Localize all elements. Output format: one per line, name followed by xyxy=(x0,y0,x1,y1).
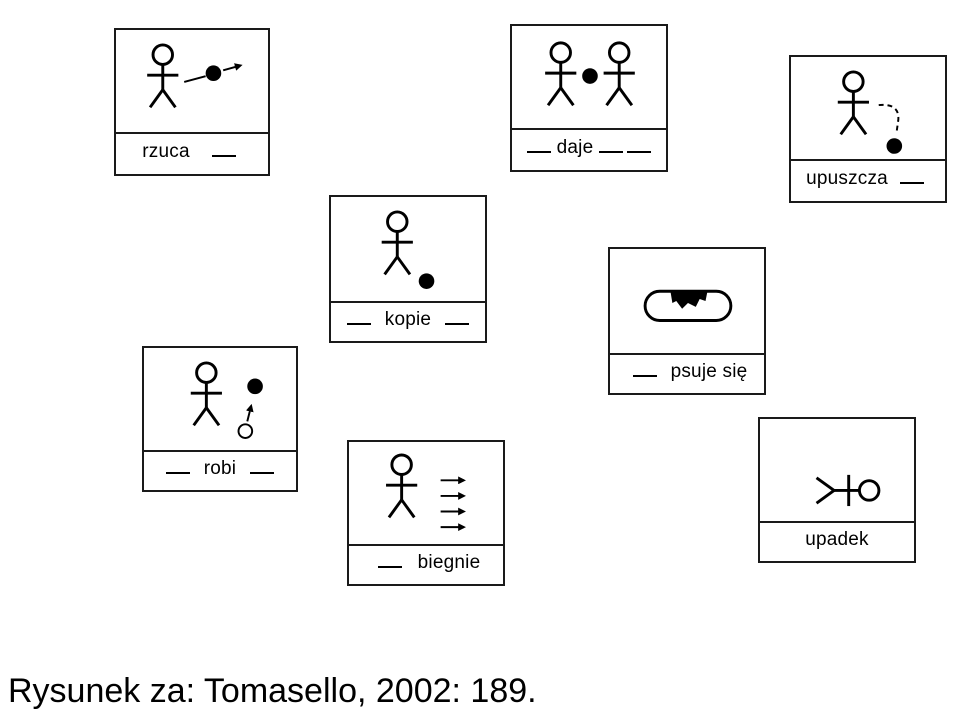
card-daje: daje xyxy=(510,24,668,172)
pictogram-drop xyxy=(791,57,945,161)
pictogram-throw xyxy=(116,30,268,134)
pictogram-fall xyxy=(760,419,914,523)
card-caption: kopie xyxy=(331,299,485,341)
pictogram-run xyxy=(349,442,503,546)
argument-slot xyxy=(445,323,470,325)
card-caption: biegnie xyxy=(349,542,503,584)
fallen-stick-figure-icon xyxy=(815,474,881,507)
argument-slot xyxy=(250,472,275,474)
card-caption: psuje się xyxy=(610,351,764,393)
argument-slot xyxy=(632,375,657,377)
argument-slot xyxy=(899,182,924,184)
card-caption: upadek xyxy=(760,519,914,561)
card-label: kopie xyxy=(384,309,432,330)
card-caption: upuszcza xyxy=(791,157,945,201)
two-stick-figures-giving-icon xyxy=(543,41,637,107)
stick-figure-dropping-icon xyxy=(836,70,903,154)
card-label: rzuca xyxy=(142,141,190,162)
argument-slot xyxy=(526,151,551,153)
card-label: daje xyxy=(556,137,594,158)
card-label: robi xyxy=(203,458,237,479)
pictogram-give xyxy=(512,26,666,130)
card-label: upuszcza xyxy=(806,168,888,189)
card-label: biegnie xyxy=(417,552,481,573)
broken-object-icon xyxy=(643,289,733,322)
card-upadek: upadek xyxy=(758,417,916,563)
card-upuszcza: upuszcza xyxy=(789,55,947,203)
card-rzuca: rzuca xyxy=(114,28,270,176)
card-biegnie: biegnie xyxy=(347,440,505,586)
argument-slot xyxy=(599,151,624,153)
card-kopie: kopie xyxy=(329,195,487,343)
stick-figure-running-icon xyxy=(384,453,466,532)
pictogram-kick xyxy=(331,197,485,303)
stick-figure-kicking-icon xyxy=(380,210,435,289)
card-caption: daje xyxy=(512,126,666,170)
card-robi: robi xyxy=(142,346,298,492)
figure-caption: Rysunek za: Tomasello, 2002: 189. xyxy=(8,672,537,710)
argument-slot xyxy=(377,566,402,568)
pictogram-make xyxy=(144,348,296,452)
argument-slot xyxy=(627,151,652,153)
argument-slot xyxy=(346,323,371,325)
pictogram-break xyxy=(610,249,764,355)
card-label: upadek xyxy=(805,529,869,550)
stick-figure-making-icon xyxy=(189,361,263,439)
stick-figure-throwing-icon xyxy=(145,43,243,109)
argument-slot xyxy=(165,472,190,474)
argument-slot xyxy=(211,155,236,157)
card-caption: robi xyxy=(144,448,296,490)
card-caption: rzuca xyxy=(116,130,268,174)
card-label: psuje się xyxy=(670,361,748,382)
card-psuje-sie: psuje się xyxy=(608,247,766,395)
